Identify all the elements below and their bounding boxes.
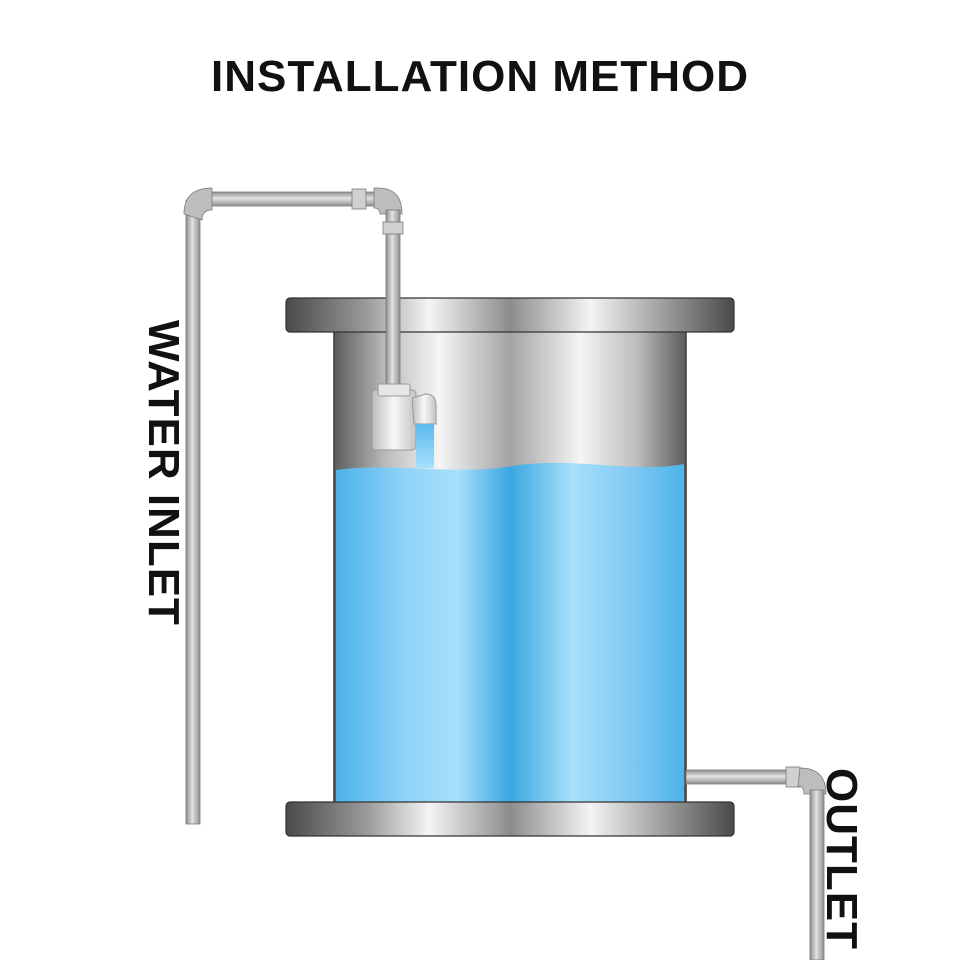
outlet-label: OUTLET — [817, 768, 866, 950]
tank-bottom-flange — [285, 801, 735, 837]
inlet-elbow-left — [183, 187, 213, 221]
float-valve-outlet — [411, 393, 437, 425]
tank-water — [336, 462, 684, 804]
inlet-coupling-top — [351, 188, 367, 210]
water-inlet-label: WATER INLET — [139, 320, 188, 626]
diagram-title: INSTALLATION METHOD — [211, 52, 749, 101]
inlet-coupling-drop — [382, 221, 404, 235]
tank-top-flange — [285, 297, 735, 333]
outlet-pipe-vertical — [809, 789, 825, 960]
outlet-elbow — [797, 767, 827, 795]
water-stream — [416, 424, 434, 468]
inlet-pipe-left — [185, 199, 201, 825]
float-valve-cap — [377, 383, 411, 397]
float-valve-body — [371, 389, 417, 451]
inlet-elbow-right — [373, 187, 403, 215]
inlet-pipe-drop — [385, 209, 401, 391]
